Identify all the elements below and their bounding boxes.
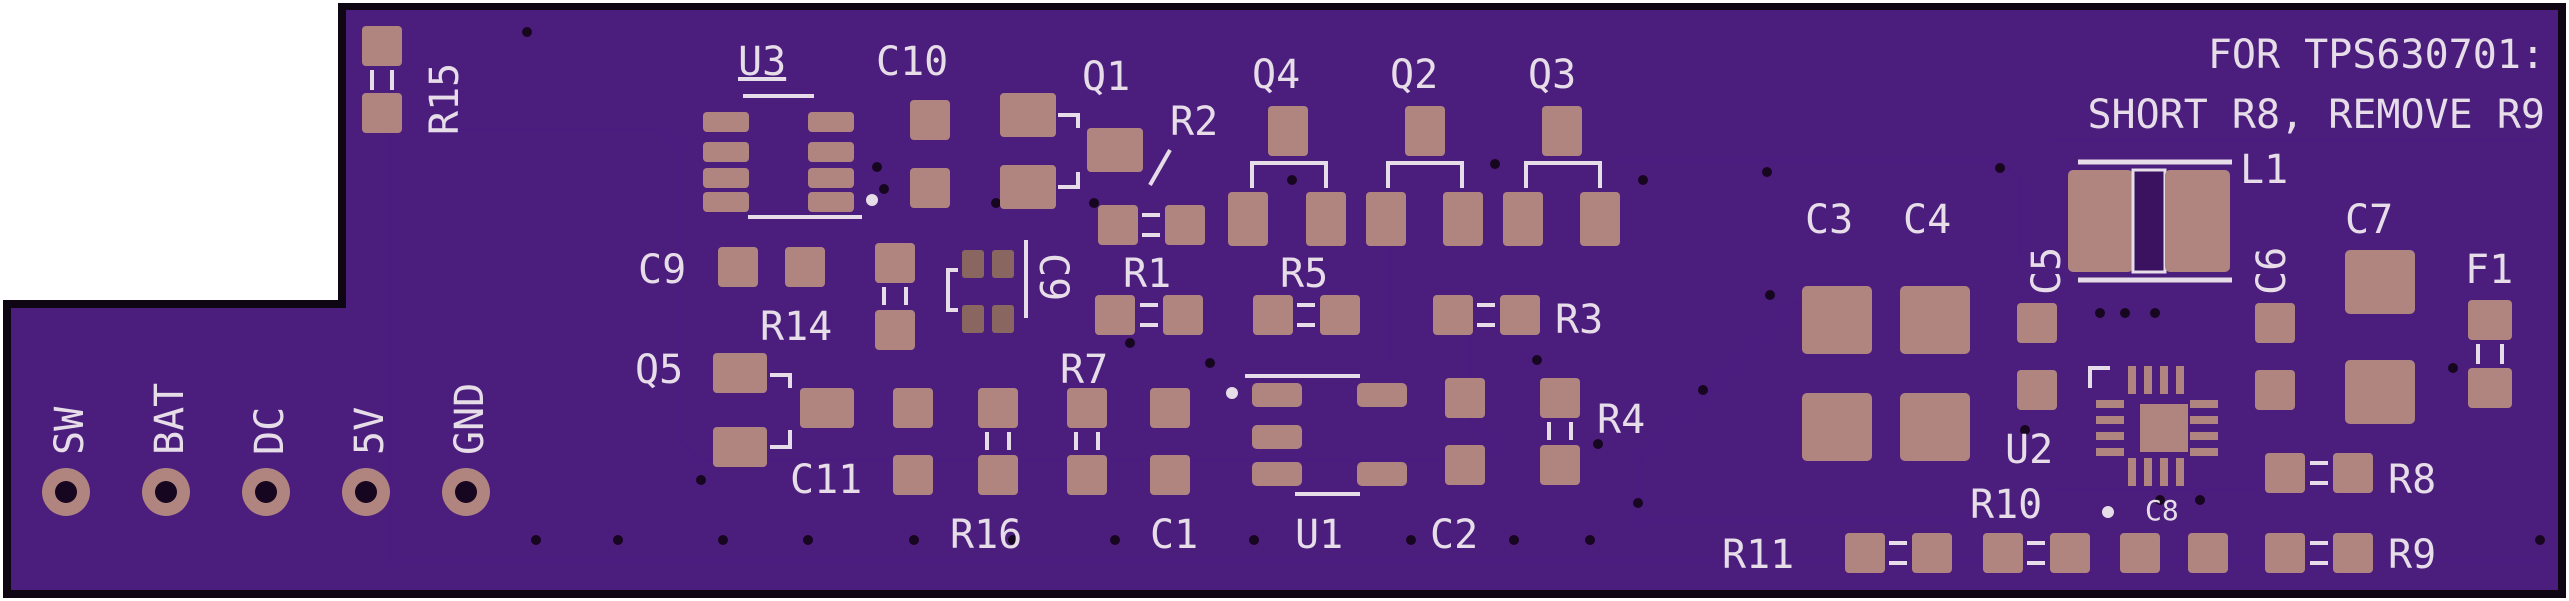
- label-r15: R15: [422, 63, 468, 135]
- component-r1: R1: [1095, 251, 1203, 335]
- component-c10: C10: [876, 39, 950, 208]
- label-c8: C8: [2145, 494, 2179, 527]
- label-c9-rotated: C9: [1030, 253, 1076, 301]
- connector-label-gnd: GND: [447, 383, 493, 455]
- component-c7: C7: [2345, 197, 2415, 424]
- label-u3: U3: [738, 39, 786, 85]
- connector-label-5v: 5V: [347, 407, 393, 455]
- label-r2: R2: [1170, 99, 1218, 145]
- component-u3: U3: [703, 39, 878, 219]
- label-r3: R3: [1555, 297, 1603, 343]
- label-r8: R8: [2388, 457, 2436, 503]
- label-c3: C3: [1805, 197, 1853, 243]
- board-note-line2: SHORT R8, REMOVE R9: [2087, 92, 2545, 138]
- label-r11: R11: [1722, 532, 1794, 578]
- label-q1: Q1: [1082, 54, 1130, 100]
- component-r2: R2: [1098, 99, 1218, 245]
- label-q3: Q3: [1528, 52, 1576, 98]
- label-c9: C9: [638, 247, 686, 293]
- component-c9-secondary: C9: [946, 240, 1076, 333]
- label-r9: R9: [2388, 532, 2436, 578]
- connector-label-bat: BAT: [147, 383, 193, 455]
- label-u2: U2: [2005, 427, 2053, 473]
- component-u1: U1: [1226, 374, 1407, 558]
- label-l1: L1: [2240, 147, 2288, 193]
- component-c1: C1: [1150, 388, 1198, 558]
- component-q5: Q5: [635, 347, 854, 467]
- component-r3: R3: [1433, 295, 1603, 343]
- component-r4: R4: [1540, 378, 1645, 485]
- connector-label-sw: SW: [47, 406, 93, 455]
- component-r8: R8: [2265, 453, 2436, 503]
- connector-pin-5v[interactable]: [342, 468, 390, 516]
- component-c5: C5: [2017, 247, 2070, 410]
- label-u1: U1: [1295, 512, 1343, 558]
- component-c4: C4: [1900, 197, 1970, 461]
- label-r4: R4: [1597, 397, 1645, 443]
- component-q4: Q4: [1228, 52, 1346, 246]
- component-c3: C3: [1802, 197, 1872, 461]
- component-c8: C8: [2102, 494, 2228, 573]
- label-q5: Q5: [635, 347, 683, 393]
- label-q4: Q4: [1252, 52, 1300, 98]
- label-c1: C1: [1150, 512, 1198, 558]
- label-c4: C4: [1903, 197, 1951, 243]
- component-r9: R9: [2265, 532, 2436, 578]
- connector-pin-bat[interactable]: [142, 468, 190, 516]
- label-r5: R5: [1280, 251, 1328, 297]
- component-r11: R11: [1722, 532, 1952, 578]
- component-u2: U2: [2005, 366, 2218, 486]
- label-c10: C10: [876, 39, 948, 85]
- label-c11: C11: [790, 457, 862, 503]
- label-c7: C7: [2345, 197, 2393, 243]
- component-r5: R5: [1253, 251, 1360, 335]
- label-r7: R7: [1060, 347, 1108, 393]
- connector-header: SW BAT DC 5V GND: [42, 383, 493, 516]
- component-q3: Q3: [1503, 52, 1620, 246]
- component-f1: F1: [2465, 247, 2513, 408]
- label-r14: R14: [760, 304, 832, 350]
- label-c5: C5: [2024, 247, 2070, 295]
- component-c11: C11: [790, 388, 933, 503]
- component-r14: R14: [760, 243, 915, 350]
- component-c9: C9: [638, 247, 825, 293]
- component-q2: Q2: [1366, 52, 1483, 246]
- label-r10: R10: [1970, 482, 2042, 528]
- label-c2: C2: [1430, 512, 1478, 558]
- component-c2: C2: [1430, 378, 1485, 558]
- component-q1: Q1: [1000, 54, 1143, 209]
- board-note-line1: FOR TPS630701:: [2208, 32, 2545, 78]
- connector-label-dc: DC: [247, 407, 293, 455]
- component-c6: C6: [2249, 247, 2295, 410]
- component-r16: R16: [950, 388, 1022, 558]
- connector-pin-dc[interactable]: [242, 468, 290, 516]
- label-q2: Q2: [1390, 52, 1438, 98]
- component-l1: L1: [2068, 147, 2288, 283]
- component-r15: R15: [362, 26, 468, 135]
- component-r10: R10: [1970, 482, 2090, 573]
- label-r1: R1: [1123, 251, 1171, 297]
- label-f1: F1: [2465, 247, 2513, 293]
- label-c6: C6: [2249, 247, 2295, 295]
- label-r16: R16: [950, 512, 1022, 558]
- connector-pin-sw[interactable]: [42, 468, 90, 516]
- component-r7: R7: [1060, 347, 1108, 495]
- connector-pin-gnd[interactable]: [442, 468, 490, 516]
